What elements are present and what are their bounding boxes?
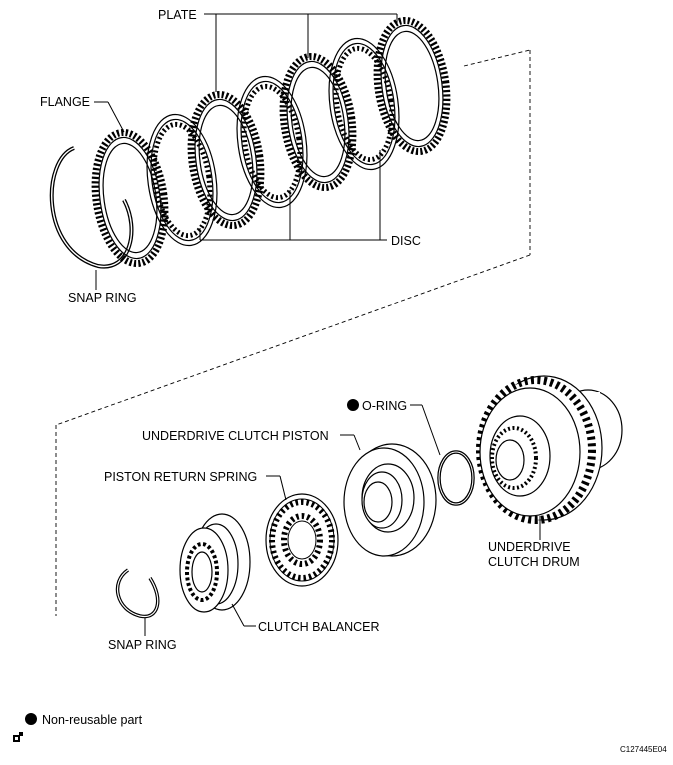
plate-ring-3 bbox=[369, 16, 455, 156]
disc-ring-1 bbox=[139, 110, 225, 250]
label-clutch-balancer: CLUTCH BALANCER bbox=[258, 620, 380, 634]
label-flange: FLANGE bbox=[40, 95, 90, 109]
label-snap-ring-top: SNAP RING bbox=[68, 291, 137, 305]
o-ring bbox=[437, 450, 475, 506]
label-piston-return-spring: PISTON RETURN SPRING bbox=[104, 470, 257, 484]
clutch-pack-group bbox=[49, 16, 455, 268]
label-underdrive-clutch-piston: UNDERDRIVE CLUTCH PISTON bbox=[142, 429, 329, 443]
publisher-mark-icon bbox=[13, 732, 23, 742]
plate-ring-1 bbox=[183, 90, 269, 230]
label-o-ring: O-RING bbox=[362, 399, 407, 413]
clutch-balancer bbox=[179, 513, 251, 613]
non-reusable-marker bbox=[347, 399, 359, 411]
label-underdrive-clutch-drum-1: UNDERDRIVE bbox=[488, 540, 571, 554]
assembly-guide-lines bbox=[55, 49, 531, 616]
underdrive-clutch-piston bbox=[343, 443, 437, 557]
label-plate: PLATE bbox=[158, 8, 197, 22]
piston-return-spring bbox=[265, 493, 339, 587]
underdrive-clutch-drum bbox=[476, 375, 623, 524]
leaders-top bbox=[94, 13, 398, 290]
label-snap-ring-bottom: SNAP RING bbox=[108, 638, 177, 652]
label-disc: DISC bbox=[391, 234, 421, 248]
leaders-bottom bbox=[144, 404, 541, 636]
disc-ring-2 bbox=[229, 72, 315, 212]
snap-ring-bottom bbox=[115, 568, 160, 619]
disc-ring-3 bbox=[321, 34, 407, 174]
legend-non-reusable-label: Non-reusable part bbox=[42, 713, 143, 727]
plate-ring-2 bbox=[275, 52, 361, 192]
legend-non-reusable-icon bbox=[25, 713, 37, 725]
label-underdrive-clutch-drum-2: CLUTCH DRUM bbox=[488, 555, 580, 569]
figure-code: C127445E04 bbox=[620, 745, 667, 754]
